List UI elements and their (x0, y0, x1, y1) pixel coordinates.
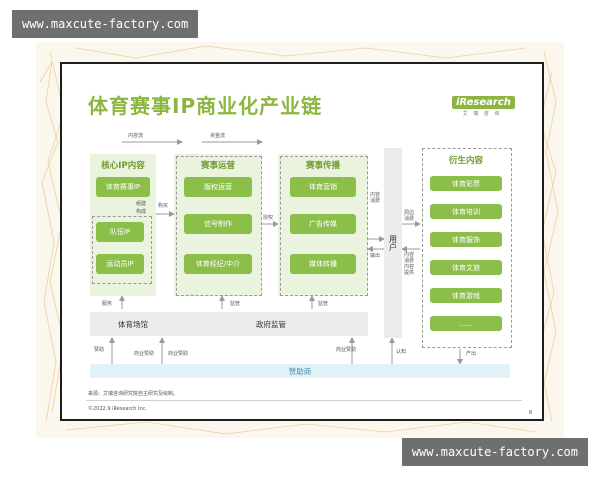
content-consume-label-1: 内容 (370, 192, 381, 198)
product-label: 产出 (466, 351, 477, 357)
derivatives-title: 衍生内容 (448, 156, 483, 166)
derivative-item-apparel: 体育服饰 (430, 232, 502, 247)
core-item-team-ip: 队伍IP (96, 222, 144, 242)
slide-title: 体育赛事IP商业化产业链 (88, 94, 323, 118)
content-provide-label-2: 提供 (404, 270, 415, 276)
watermark-top: www.maxcute-factory.com (12, 10, 199, 38)
iresearch-logo: iResearch 艾 瑞 咨 询 (452, 90, 515, 117)
content-provide-label-1: 内容 (404, 264, 415, 270)
broadcast-title: 赛事传播 (305, 161, 340, 171)
operations-dashed-border (176, 156, 262, 296)
sponsor-bar: 赞助商 (90, 364, 510, 378)
commercial-sponsor-label-3: 商业赞助 (336, 347, 357, 353)
operations-item-signal: 信号制作 (184, 214, 252, 234)
footer-copyright: ©2022.9 iResearch Inc. (88, 406, 147, 412)
license-label: 授权 (263, 215, 274, 221)
footer-divider (86, 400, 522, 401)
recognition-label: 认知 (396, 349, 407, 355)
government-box: 政府监管 (174, 312, 368, 336)
commercial-sponsor-label-1: 商业赞助 (134, 351, 155, 357)
derivative-item-games: 体育游戏 (430, 288, 502, 303)
watermark-bottom: www.maxcute-factory.com (401, 438, 588, 466)
core-ip-title: 核心IP内容 (101, 161, 145, 171)
core-item-athlete-ip: 运动员IP (96, 254, 144, 274)
derivative-item-training: 体育培训 (430, 204, 502, 219)
derivative-item-lottery: 体育彩票 (430, 176, 502, 191)
derivative-item-tourism: 体育文旅 (430, 260, 502, 275)
footer-source: 来源：艾瑞咨询研究院自主研究及绘制。 (88, 391, 179, 397)
supervise-label-1: 监管 (230, 301, 241, 307)
purchase-label: 购买 (158, 203, 169, 209)
core-team-dashed-group (92, 216, 152, 284)
broadcast-item-media: 媒体转播 (290, 254, 356, 274)
derivatives-panel (422, 148, 512, 348)
operations-item-agency: 体育经纪/中介 (184, 254, 252, 274)
logo-text: iResearch (452, 96, 515, 109)
page-number: 8 (528, 410, 532, 416)
content-flow-label: 内容流 (128, 133, 144, 139)
supervise-label-2: 监管 (318, 301, 329, 307)
service-label: 服务 (102, 301, 113, 307)
commercial-sponsor-label-2: 商业赞助 (168, 351, 189, 357)
output-label: 输出 (370, 253, 381, 259)
logo-subtitle: 艾 瑞 咨 询 (462, 111, 502, 117)
operations-item-copyright: 版权运营 (184, 177, 252, 197)
surrounding-consume-label-1: 周边 (404, 210, 415, 216)
venue-box: 体育场馆 (90, 312, 176, 336)
content-consume-label-3: 内容 (404, 252, 415, 258)
sponsor-left-label: 赞助 (94, 347, 105, 353)
core-note-1: 组建 (136, 201, 147, 207)
broadcast-item-advertising: 广告传媒 (290, 214, 356, 234)
broadcast-item-marketing: 体育营销 (290, 177, 356, 197)
surrounding-consume-label-2: 消费 (404, 216, 415, 222)
report-slide: 体育赛事IP商业化产业链 iResearch 艾 瑞 咨 询 (60, 62, 544, 421)
content-consume-label-4: 消费 (404, 258, 415, 264)
core-note-2: 构成 (136, 209, 147, 215)
user-column: 用户 (384, 148, 402, 338)
operations-title: 赛事运营 (200, 161, 235, 171)
money-flow-label: 资金流 (210, 133, 226, 139)
derivative-item-more: …… (430, 316, 502, 331)
content-consume-label-2: 消费 (370, 198, 381, 204)
broadcast-dashed-border (280, 156, 368, 296)
core-item-event-ip: 体育赛事IP (96, 177, 150, 197)
